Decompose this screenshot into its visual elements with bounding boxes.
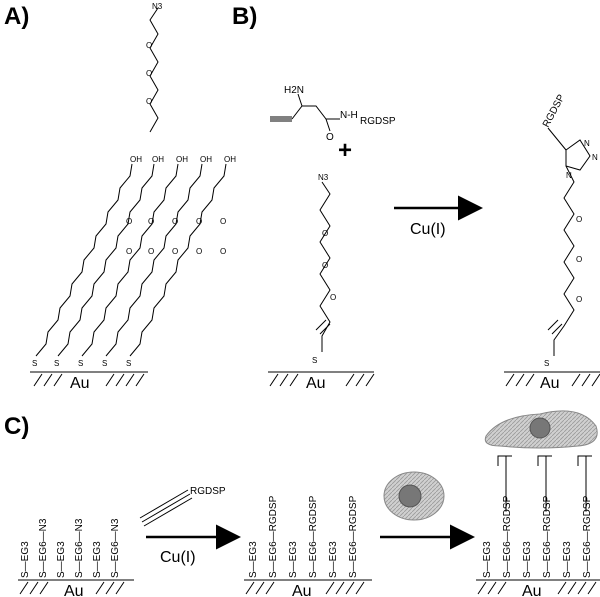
panel-a-azide-oxygen-3: O — [146, 97, 152, 106]
panel-a-oxygen: O — [172, 217, 178, 226]
panel-a-gold-surface: Au — [30, 371, 148, 392]
panel-a-thiol: S — [32, 359, 37, 368]
panel-c-chain-label: S—EG6—N3 — [38, 518, 49, 578]
panel-a-oxygen: O — [172, 247, 178, 256]
panel-b-au-label-right: Au — [540, 375, 560, 392]
panel-c-integrin-link — [497, 455, 512, 512]
panel-b-thiol: S — [312, 356, 317, 365]
panel-c-chain-label: S—EG3 — [288, 541, 299, 578]
panel-c-free-cell — [383, 471, 445, 521]
panel-c-chain-label: S—EG3 — [92, 541, 103, 578]
panel-b-product-peptide: RGDSP — [541, 93, 568, 130]
panel-c-chain-label: S—EG6—N3 — [110, 518, 121, 578]
panel-c-catalyst: Cu(I) — [160, 549, 196, 566]
panel-c-chain-label: S—EG6—RGDSP — [542, 495, 553, 578]
panel-b-product-thiol: S — [544, 359, 549, 368]
panel-b-amine-label: H2N — [284, 85, 304, 96]
panel-a-oxygen: O — [196, 247, 202, 256]
panel-c-chain-label: S—EG3 — [522, 541, 533, 578]
panel-c-chain-label: S—EG6—RGDSP — [582, 495, 593, 578]
panel-a-thiol: S — [54, 359, 59, 368]
panel-c-chain-label: S—EG3 — [248, 541, 259, 578]
panel-b-gold-surface-right: Au — [504, 371, 600, 392]
panel-c-chain-label: S—EG6—RGDSP — [268, 495, 279, 578]
panel-a-hydroxyl: OH — [200, 155, 212, 164]
panel-a-thiol: S — [78, 359, 83, 368]
panel-a-oxygen: O — [220, 247, 226, 256]
panel-c-gold-surface-2: Au — [244, 579, 372, 597]
panel-a-hydroxyl: OH — [224, 155, 236, 164]
panel-b-oxygen-3: O — [330, 293, 336, 302]
panel-c-gold-surface-3: Au — [476, 579, 600, 597]
panel-b-catalyst: Cu(I) — [410, 221, 446, 238]
panel-a-azide-oxygen-1: O — [146, 41, 152, 50]
panel-c-integrin-link — [577, 455, 592, 512]
panel-a-chain — [105, 163, 203, 357]
panel-c-alkyne-peptide: RGDSP — [139, 486, 226, 527]
panel-a-sam-chains: S OH O O S OH O O S OH O O S OH O O S OH O O — [32, 155, 236, 368]
panel-b-triazole-n3: N — [566, 171, 572, 180]
panel-a-chain — [129, 163, 227, 357]
panel-b-label: B) — [232, 3, 257, 30]
panel-c-chain-label: S—EG3 — [482, 541, 493, 578]
panel-c-chain-label: S—EG3 — [562, 541, 573, 578]
panel-c-alkyne-peptide-label: RGDSP — [190, 486, 226, 497]
panel-c-au-label-3: Au — [522, 583, 542, 597]
panel-b-gold-surface-left: Au — [268, 371, 375, 392]
panel-a-oxygen: O — [126, 217, 132, 226]
panel-a-hydroxyl: OH — [152, 155, 164, 164]
panel-b-product: N N N O O O S RGDSP — [541, 93, 598, 368]
panel-c-attached-cell — [484, 410, 598, 449]
panel-b-oxygen-1: O — [322, 229, 328, 238]
panel-a-hydroxyl: OH — [176, 155, 188, 164]
panel-a-oxygen: O — [148, 247, 154, 256]
panel-a-chain — [57, 163, 155, 357]
panel-c-stage-1: S—EG3 S—EG6—N3 S—EG3 S—EG6—N3 S—EG3 S—EG6—N3 — [20, 518, 121, 578]
panel-c-stage-2: S—EG3 S—EG6—RGDSP S—EG3 S—EG6—RGDSP S—EG3 S—E… — [248, 495, 359, 578]
panel-a-chain — [35, 163, 133, 357]
panel-c-chain-label: S—EG3 — [56, 541, 67, 578]
panel-a-label: A) — [4, 3, 29, 30]
panel-c-au-label-1: Au — [64, 583, 84, 597]
panel-b-peptide: RGDSP — [360, 116, 396, 127]
panel-a-hydroxyl: OH — [130, 155, 142, 164]
panel-a-oxygen: O — [126, 247, 132, 256]
panel-b-amide-nh: N-H — [340, 110, 358, 121]
panel-c-chain-label: S—EG6—RGDSP — [502, 495, 513, 578]
panel-b-plus: + — [338, 137, 352, 164]
panel-c-gold-surface-1: Au — [18, 579, 134, 597]
panel-b-triazole-n2: N — [592, 153, 598, 162]
panel-a-azide-label: N3 — [152, 2, 163, 11]
panel-a-oxygen: O — [196, 217, 202, 226]
panel-a-thiol: S — [102, 359, 107, 368]
panel-c-chain-label: S—EG3 — [328, 541, 339, 578]
panel-b-oxygen-2: O — [322, 261, 328, 270]
panel-c-chain-label: S—EG6—RGDSP — [308, 495, 319, 578]
panel-b-au-label-left: Au — [306, 375, 326, 392]
panel-c-chain-label: S—EG3 — [20, 541, 31, 578]
panel-b-alkyne-reagent: H2N O N-H RGDSP — [270, 85, 396, 143]
panel-b-product-oxygen-2: O — [576, 255, 582, 264]
panel-c-integrin-link — [537, 455, 552, 512]
panel-b-amide-oxygen: O — [326, 132, 334, 143]
panel-c-chain-label: S—EG6—N3 — [74, 518, 85, 578]
panel-a-thiol: S — [126, 359, 131, 368]
panel-c-chain-label: S—EG6—RGDSP — [348, 495, 359, 578]
panel-a-oxygen: O — [148, 217, 154, 226]
panel-c-au-label-2: Au — [292, 583, 312, 597]
panel-b-azide-chain: N3 O O O S — [312, 173, 336, 365]
panel-c-label: C) — [4, 413, 29, 440]
panel-a-azide-chain: O O O N3 — [146, 2, 163, 133]
panel-a-au-label: Au — [70, 375, 90, 392]
panel-b-product-oxygen-1: O — [576, 215, 582, 224]
panel-b-product-oxygen-3: O — [576, 295, 582, 304]
panel-a-azide-oxygen-2: O — [146, 69, 152, 78]
panel-a-chain — [81, 163, 179, 357]
panel-b-triazole-n1: N — [584, 139, 590, 148]
panel-b-azide-label: N3 — [318, 173, 329, 182]
panel-a-oxygen: O — [220, 217, 226, 226]
panel-c-stage-3: S—EG3 S—EG6—RGDSP S—EG3 S—EG6—RGDSP S—EG3 S—E… — [482, 455, 593, 578]
